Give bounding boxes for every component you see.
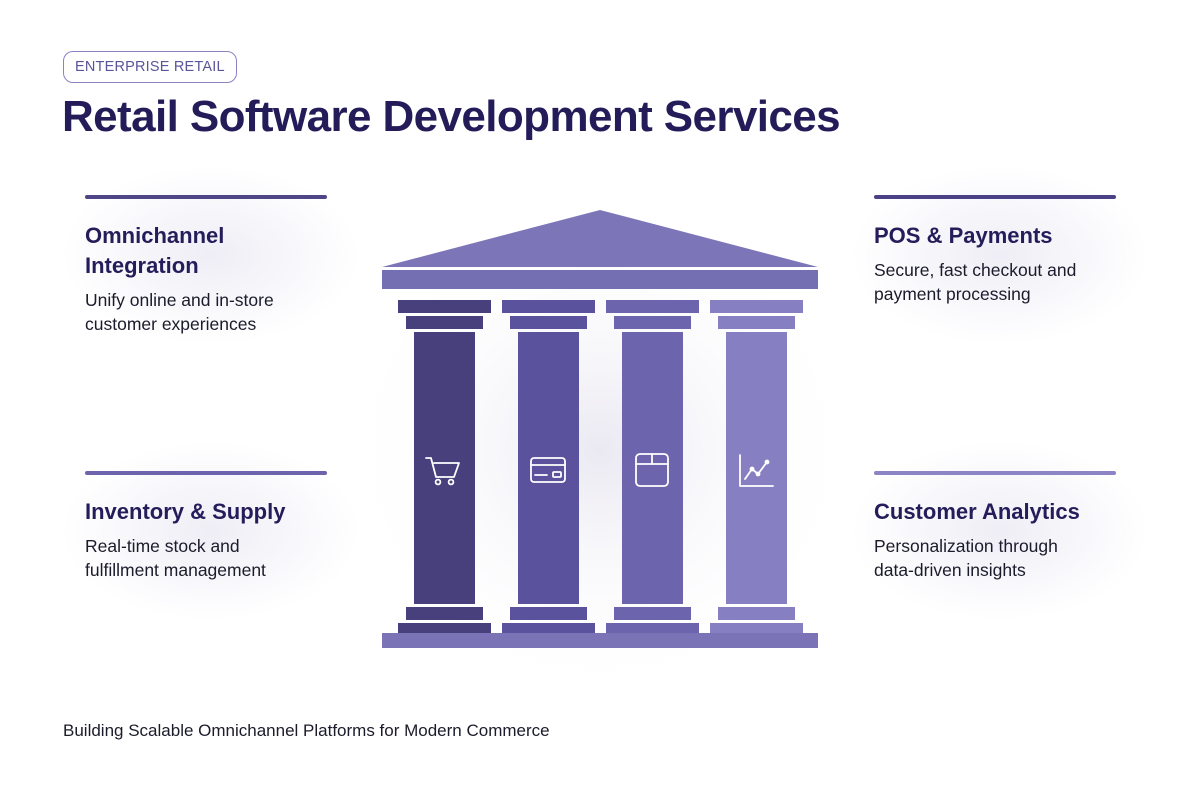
card-description-line: Unify online and in-store [85,290,274,310]
service-card-inventory: Inventory & Supply Real-time stock and f… [61,441,375,691]
card-description: Unify online and in-store customer exper… [85,289,375,336]
credit-card-icon [530,457,566,483]
card-description-line: Secure, fast checkout and [874,260,1077,280]
service-card-analytics: Customer Analytics Personalization throu… [850,441,1164,691]
card-description-line: data-driven insights [874,559,1026,580]
pillar-analytics [710,300,803,636]
temple-illustration [340,190,860,700]
card-accent-bar [85,471,327,475]
package-box-icon [635,453,669,487]
card-description-line: Real-time stock and [85,536,240,556]
pillar-pos-payments [502,300,595,636]
temple-roof [382,210,818,267]
card-description-line: Personalization through [874,536,1058,556]
card-accent-bar [874,195,1116,199]
footer-tagline: Building Scalable Omnichannel Platforms … [63,721,550,740]
card-title: Inventory & Supply [85,499,286,524]
page-title: Retail Software Development Services [62,92,841,141]
card-description-line: customer experiences [85,313,257,334]
card-description: Real-time stock and fulfillment manageme… [85,535,375,582]
card-accent-bar [85,195,327,199]
temple-architrave [382,270,818,289]
card-title: POS & Payments [874,223,1053,248]
shopping-cart-icon [425,457,460,486]
card-description: Personalization through data-driven insi… [874,535,1164,582]
category-badge: ENTERPRISE RETAIL [63,51,237,83]
card-description-line: fulfillment management [85,559,266,580]
temple-svg [340,200,860,700]
card-title-line: Integration [85,253,199,278]
service-card-omnichannel: Omnichannel Integration Unify online and… [61,165,375,415]
card-description-line: payment processing [874,283,1031,304]
card-accent-bar [874,471,1116,475]
service-card-pos-payments: POS & Payments Secure, fast checkout and… [850,165,1164,415]
card-title: Omnichannel Integration [85,221,375,281]
pillar-omnichannel [398,300,491,636]
card-title-line: Omnichannel [85,223,225,248]
card-title: Customer Analytics [874,499,1080,524]
analytics-chart-icon [739,454,774,487]
pillars-group [398,300,803,636]
pillar-inventory [606,300,699,636]
card-description: Secure, fast checkout and payment proces… [874,259,1164,306]
temple-base [382,633,818,648]
